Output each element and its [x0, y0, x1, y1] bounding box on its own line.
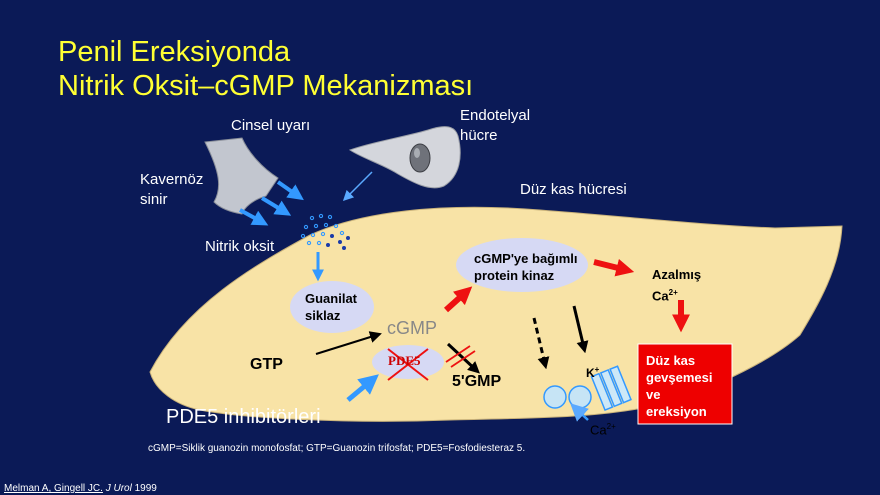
five-gmp-label: 5'GMP — [452, 373, 502, 390]
decreased-ca-label: Ca2+ — [652, 288, 678, 304]
relaxation-line2: gevşemesi — [646, 370, 713, 385]
cavernous-label-line2: sinir — [140, 191, 168, 208]
cell-nucleus-icon — [409, 143, 431, 173]
inhibitor-arrow — [346, 374, 379, 402]
smooth-muscle-label: Düz kas hücresi — [520, 181, 627, 198]
relaxation-box — [637, 343, 733, 425]
ca-influx-arrow — [570, 403, 589, 422]
vesicle-left — [543, 385, 567, 409]
slide-title-line2: Nitrik Oksit–cGMP Mekanizması — [58, 70, 474, 102]
kinase-to-k-arrow — [572, 305, 589, 354]
slide-title-line1: Penil Ereksiyonda — [58, 36, 291, 68]
cgmp-label: cGMP — [387, 318, 438, 338]
ion-channel-icon — [590, 365, 632, 412]
gtp-label: GTP — [250, 356, 283, 373]
cavernous-label-line1: Kavernöz — [140, 171, 204, 188]
guanylate-label-line1: Guanilat — [305, 291, 358, 306]
pde5-oval — [372, 345, 444, 379]
nitric-oxide-particles — [300, 213, 345, 246]
endothelial-label-line1: Endotelyal — [460, 107, 531, 124]
pde5-label: PDE5 — [388, 353, 421, 368]
abbreviations-footnote: cGMP=Siklik guanozin monofosfat; GTP=Gua… — [148, 443, 526, 454]
guanylate-cyclase-oval — [290, 281, 374, 333]
endothelial-cell-icon — [348, 126, 461, 189]
k-ion-label: K+ — [586, 365, 600, 380]
kinase-label-line2: protein kinaz — [474, 268, 555, 283]
sexual-stimulus-label: Cinsel uyarı — [231, 117, 311, 134]
nerve-arrow-1 — [276, 180, 304, 201]
guanylate-label-line2: siklaz — [305, 308, 341, 323]
relaxation-line4: ereksiyon — [646, 404, 707, 419]
kinase-to-ca-arrow — [593, 258, 635, 277]
protein-kinase-oval — [456, 238, 588, 292]
citation: Melman A, Gingell JC. J Urol 1999 — [4, 483, 157, 494]
pde5-inhibitors-label: PDE5 inhibitörleri — [166, 406, 321, 428]
nerve-arrow-3 — [239, 208, 269, 226]
kinase-label-line1: cGMP'ye bağımlı — [474, 251, 578, 266]
endothelial-arrow — [342, 171, 373, 202]
dashed-arrow — [532, 317, 550, 370]
decreased-label-line1: Azalmış — [652, 267, 702, 282]
pde5-to-5gmp-arrow — [446, 342, 480, 374]
cavernous-nerve-icon — [204, 137, 279, 215]
relaxation-line1: Düz kas — [646, 353, 696, 368]
endothelial-label-line2: hücre — [460, 127, 498, 144]
gtp-to-cgmp-arrow — [315, 331, 382, 355]
nerve-arrow-2 — [260, 196, 292, 216]
nitric-oxide-label: Nitrik oksit — [205, 238, 275, 255]
cgmp-to-kinase-arrow — [443, 286, 473, 313]
ca-bottom-label: Ca2+ — [590, 422, 616, 438]
relaxation-line3: ve — [646, 387, 661, 402]
